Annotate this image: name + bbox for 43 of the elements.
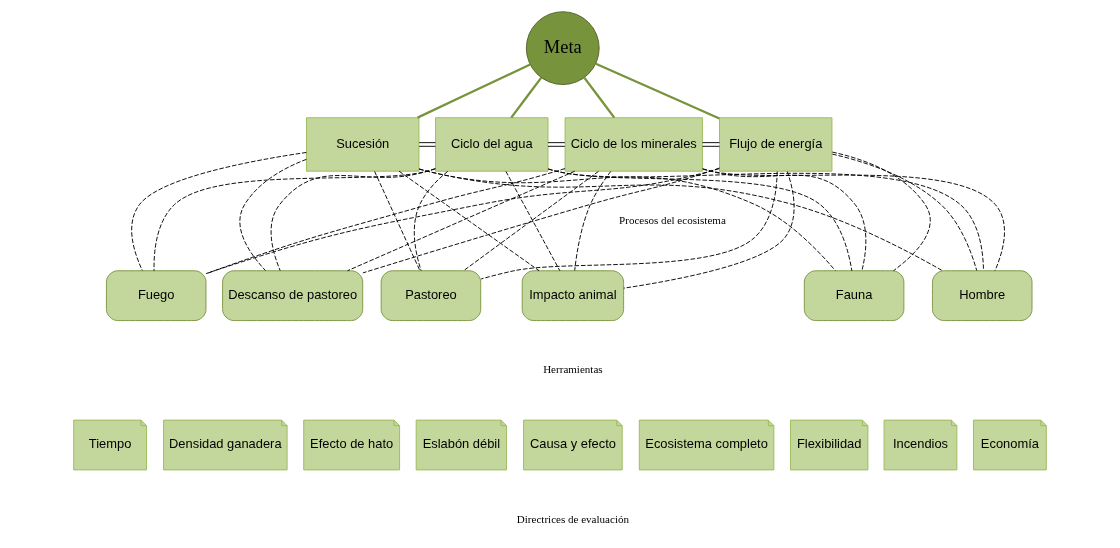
node-circle: Meta bbox=[525, 11, 600, 85]
connector bbox=[547, 168, 984, 271]
connector bbox=[574, 171, 612, 271]
node-box: Descanso de pastoreo bbox=[222, 270, 364, 321]
connector bbox=[205, 168, 566, 275]
connector bbox=[595, 62, 720, 120]
node-box: Flujo de energía bbox=[719, 117, 833, 172]
connector bbox=[418, 142, 436, 147]
connector bbox=[398, 170, 540, 272]
node-box: Hombre bbox=[932, 270, 1033, 321]
connector bbox=[702, 142, 720, 147]
connector bbox=[463, 170, 599, 272]
connector bbox=[347, 170, 576, 272]
connector bbox=[831, 151, 931, 272]
connector bbox=[831, 153, 978, 271]
node-box: Sucesión bbox=[306, 117, 420, 172]
node-box: Fauna bbox=[803, 270, 905, 321]
node-box: Ciclo de los minerales bbox=[564, 117, 703, 172]
connector bbox=[702, 168, 867, 272]
node-box: Fuego bbox=[105, 270, 207, 321]
label: Procesos del ecosistema bbox=[619, 213, 726, 226]
connector bbox=[547, 142, 566, 147]
node-box: Ciclo del agua bbox=[435, 117, 549, 172]
connector bbox=[480, 171, 778, 280]
connector bbox=[505, 170, 561, 272]
connector bbox=[510, 76, 543, 119]
connector bbox=[702, 168, 1005, 272]
connector bbox=[417, 63, 531, 119]
node-box: Pastoreo bbox=[380, 270, 482, 321]
label: Directrices de evaluación bbox=[516, 512, 630, 525]
connector bbox=[205, 168, 720, 275]
connector bbox=[623, 171, 795, 289]
connector bbox=[583, 76, 616, 119]
label: Herramientas bbox=[543, 363, 603, 376]
connector bbox=[270, 168, 436, 272]
connector bbox=[153, 168, 436, 272]
connector bbox=[418, 168, 943, 272]
node-box: Impacto animal bbox=[521, 270, 625, 321]
connector bbox=[362, 167, 720, 274]
connector bbox=[413, 170, 449, 272]
connector bbox=[239, 158, 307, 271]
connector bbox=[374, 170, 421, 272]
connector bbox=[131, 152, 307, 271]
